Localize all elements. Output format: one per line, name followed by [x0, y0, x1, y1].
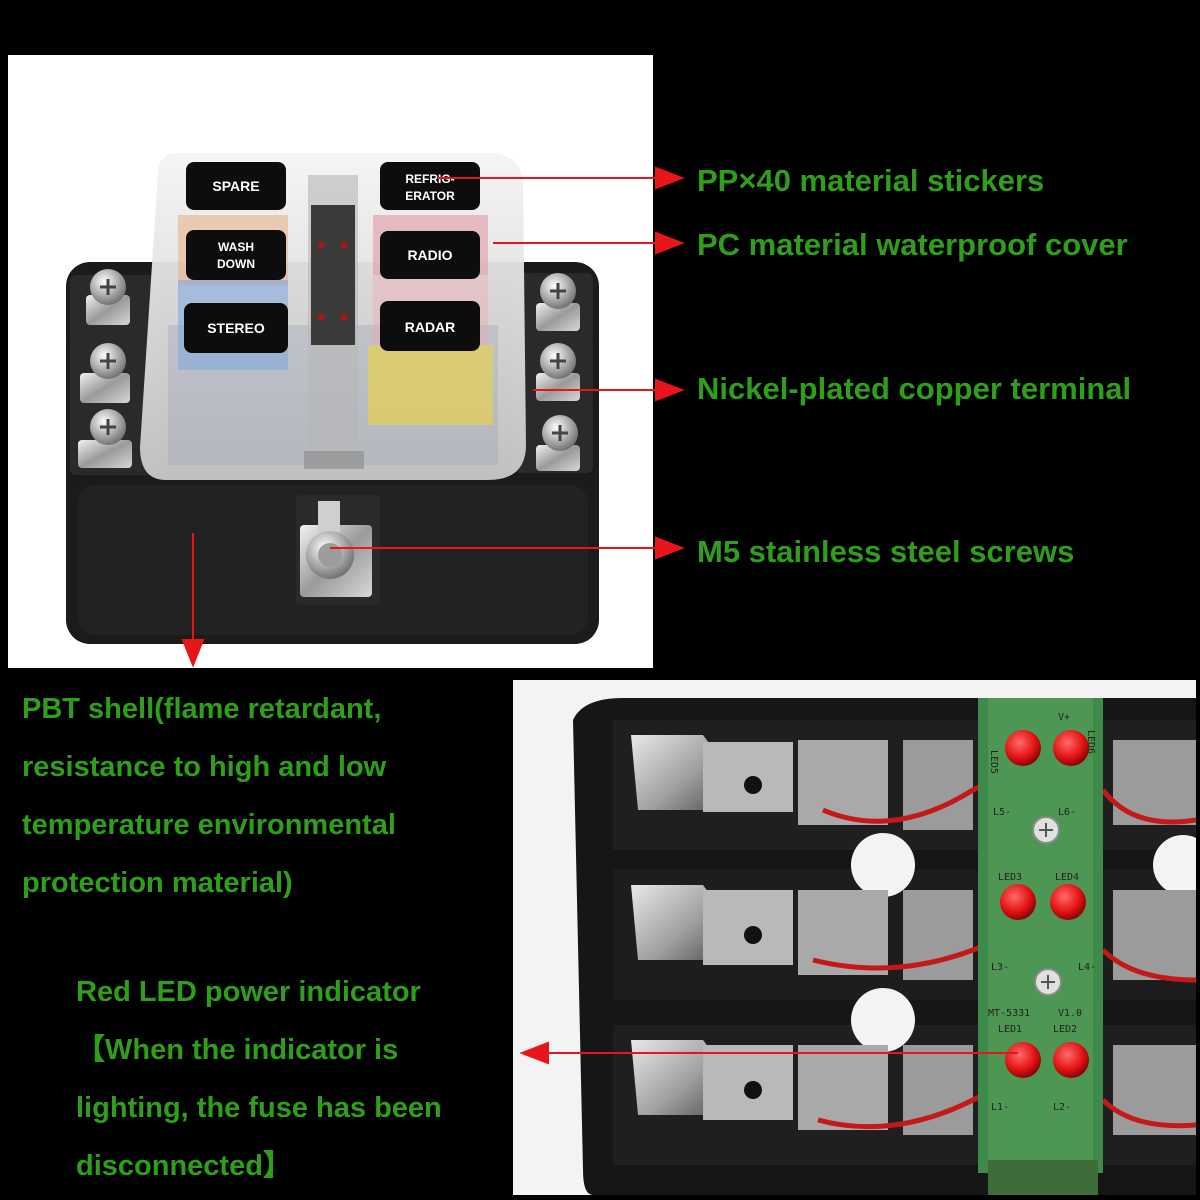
led-board-photo: V+ LED5 LED6 L5- L6- LED3 LED4 L3- L4- M… — [513, 680, 1196, 1195]
led-note-line: 【When the indicator is — [76, 1034, 399, 1066]
arrow-head-icon — [655, 166, 685, 190]
led-icon — [317, 313, 325, 321]
led-note-line: lighting, the fuse has been — [76, 1092, 442, 1124]
led-note-line: Red LED power indicator — [76, 976, 421, 1008]
sticker-stereo: STEREO — [184, 303, 288, 353]
shell-note: PBT shell(flame retardant, resistance to… — [22, 680, 396, 912]
led-icon — [340, 241, 348, 249]
sticker-radar: RADAR — [380, 301, 480, 351]
led-icon — [317, 241, 325, 249]
led-note-line: disconnected】 — [76, 1150, 292, 1182]
m5-stud — [296, 495, 380, 605]
sticker-label: RADIO — [407, 247, 452, 263]
shell-note-line: protection material) — [22, 867, 293, 899]
sticker-label: WASH — [218, 240, 254, 254]
sticker-refrigerator: REFRIG- ERATOR — [380, 162, 480, 210]
led-note: Red LED power indicator 【When the indica… — [76, 963, 442, 1195]
pcb-label: LED2 — [1053, 1024, 1077, 1035]
blade-terminals — [631, 735, 1196, 1135]
sticker-label: SPARE — [212, 178, 259, 194]
sticker-label: REFRIG- — [405, 172, 454, 186]
callout-screws: M5 stainless steel screws — [697, 534, 1075, 569]
led-icon — [340, 313, 348, 321]
red-led-icon — [1053, 730, 1089, 766]
fuse-box-photo: SPARE REFRIG- ERATOR WASH DOWN RADIO STE… — [8, 55, 653, 668]
left-terminals — [70, 269, 158, 475]
sticker-wash-down: WASH DOWN — [186, 230, 286, 280]
pcb-label: L1- — [991, 1102, 1009, 1113]
right-terminals — [513, 273, 593, 473]
red-led-icon — [1005, 1042, 1041, 1078]
shell-note-line: PBT shell(flame retardant, — [22, 693, 382, 725]
screw-icon — [86, 269, 130, 325]
arrow-head-icon — [655, 378, 685, 402]
pcb-label: LED1 — [998, 1024, 1022, 1035]
red-led-icon — [1050, 884, 1086, 920]
pcb-label: L2- — [1053, 1102, 1071, 1113]
pcb-label: LED5 — [988, 750, 999, 774]
arrow-head-icon — [655, 536, 685, 560]
pcb-label: LED3 — [998, 872, 1022, 883]
pcb-label: L4- — [1078, 962, 1096, 973]
pcb-label: MT-5331 — [988, 1008, 1030, 1019]
sticker-label: ERATOR — [405, 189, 455, 203]
shell-note-line: temperature environmental — [22, 809, 396, 841]
callout-terminal: Nickel-plated copper terminal — [697, 371, 1132, 406]
red-led-icon — [1053, 1042, 1089, 1078]
screw-icon — [80, 343, 130, 403]
pcb-label: V+ — [1058, 712, 1070, 723]
screw-icon — [536, 273, 580, 331]
pcb-label: L5- — [993, 807, 1011, 818]
sticker-label: RADAR — [405, 319, 456, 335]
pcb-label: LED6 — [1085, 730, 1096, 754]
callout-cover: PC material waterproof cover — [697, 227, 1128, 262]
pcb-label: V1.0 — [1058, 1008, 1082, 1019]
indicator-pcb: V+ LED5 LED6 L5- L6- LED3 LED4 L3- L4- M… — [978, 698, 1103, 1195]
pcb-label: LED4 — [1055, 872, 1079, 883]
shell-note-line: resistance to high and low — [22, 751, 387, 783]
sticker-spare: SPARE — [186, 162, 286, 210]
sticker-radio: RADIO — [380, 231, 480, 279]
sticker-label: STEREO — [207, 320, 265, 336]
red-led-icon — [1000, 884, 1036, 920]
pcb-label: L3- — [991, 962, 1009, 973]
screw-icon — [536, 343, 580, 401]
screw-icon — [78, 409, 132, 468]
screw-icon — [536, 415, 580, 471]
red-led-icon — [1005, 730, 1041, 766]
arrow-head-icon — [655, 231, 685, 255]
sticker-label: DOWN — [217, 257, 255, 271]
callout-stickers: PP×40 material stickers — [697, 163, 1045, 198]
pcb-label: L6- — [1058, 807, 1076, 818]
